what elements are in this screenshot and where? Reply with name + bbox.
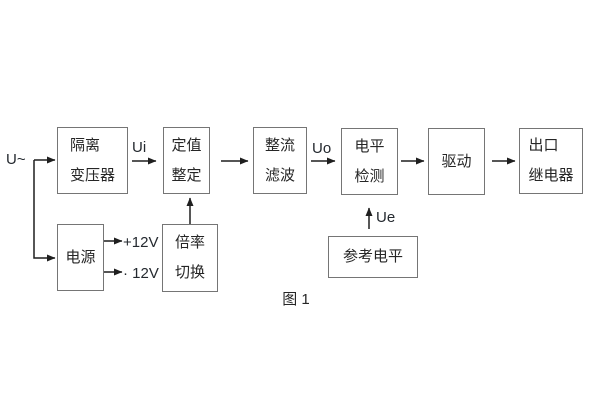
figure-caption: 图 1 bbox=[282, 291, 310, 308]
block-multiplier-switch: 倍率 切换 bbox=[162, 224, 218, 292]
block-level-detector: 电平 检测 bbox=[341, 128, 398, 195]
block-label: 滤波 bbox=[264, 166, 295, 184]
block-label: 电平 bbox=[354, 137, 385, 155]
block-label: 继电器 bbox=[528, 167, 574, 184]
block-label: 隔离 bbox=[69, 136, 100, 154]
signal-label-plus-12v: +12V bbox=[123, 234, 159, 251]
block-label: 整流 bbox=[264, 136, 295, 154]
signal-label-minus-12v: · 12V bbox=[123, 265, 159, 282]
block-label: 切换 bbox=[174, 264, 205, 281]
block-driver: 驱动 bbox=[428, 128, 485, 195]
block-label: 驱动 bbox=[441, 152, 472, 170]
block-label: 变压器 bbox=[69, 166, 115, 184]
block-label: 出口 bbox=[528, 137, 559, 154]
block-label: 参考电平 bbox=[342, 248, 403, 265]
block-label: 定值 bbox=[171, 136, 202, 154]
block-label: 倍率 bbox=[174, 234, 205, 251]
signal-label-input-voltage: U~ bbox=[6, 151, 26, 168]
signal-label-uo: Uo bbox=[312, 140, 332, 157]
wire-input-to-power bbox=[33, 160, 56, 262]
block-isolation-transformer: 隔离 变压器 bbox=[57, 127, 128, 194]
block-reference-level: 参考电平 bbox=[328, 236, 418, 278]
block-rectifier-filter: 整流 滤波 bbox=[253, 127, 307, 194]
block-output-relay: 出口 继电器 bbox=[519, 128, 583, 194]
block-label: 检测 bbox=[354, 167, 385, 185]
block-label: 整定 bbox=[171, 166, 202, 184]
signal-label-ui: Ui bbox=[132, 139, 147, 156]
signal-label-ue: Ue bbox=[376, 209, 396, 226]
block-setpoint-adjust: 定值 整定 bbox=[163, 127, 210, 194]
block-label: 电源 bbox=[65, 248, 96, 266]
block-power-supply: 电源 bbox=[57, 224, 104, 291]
